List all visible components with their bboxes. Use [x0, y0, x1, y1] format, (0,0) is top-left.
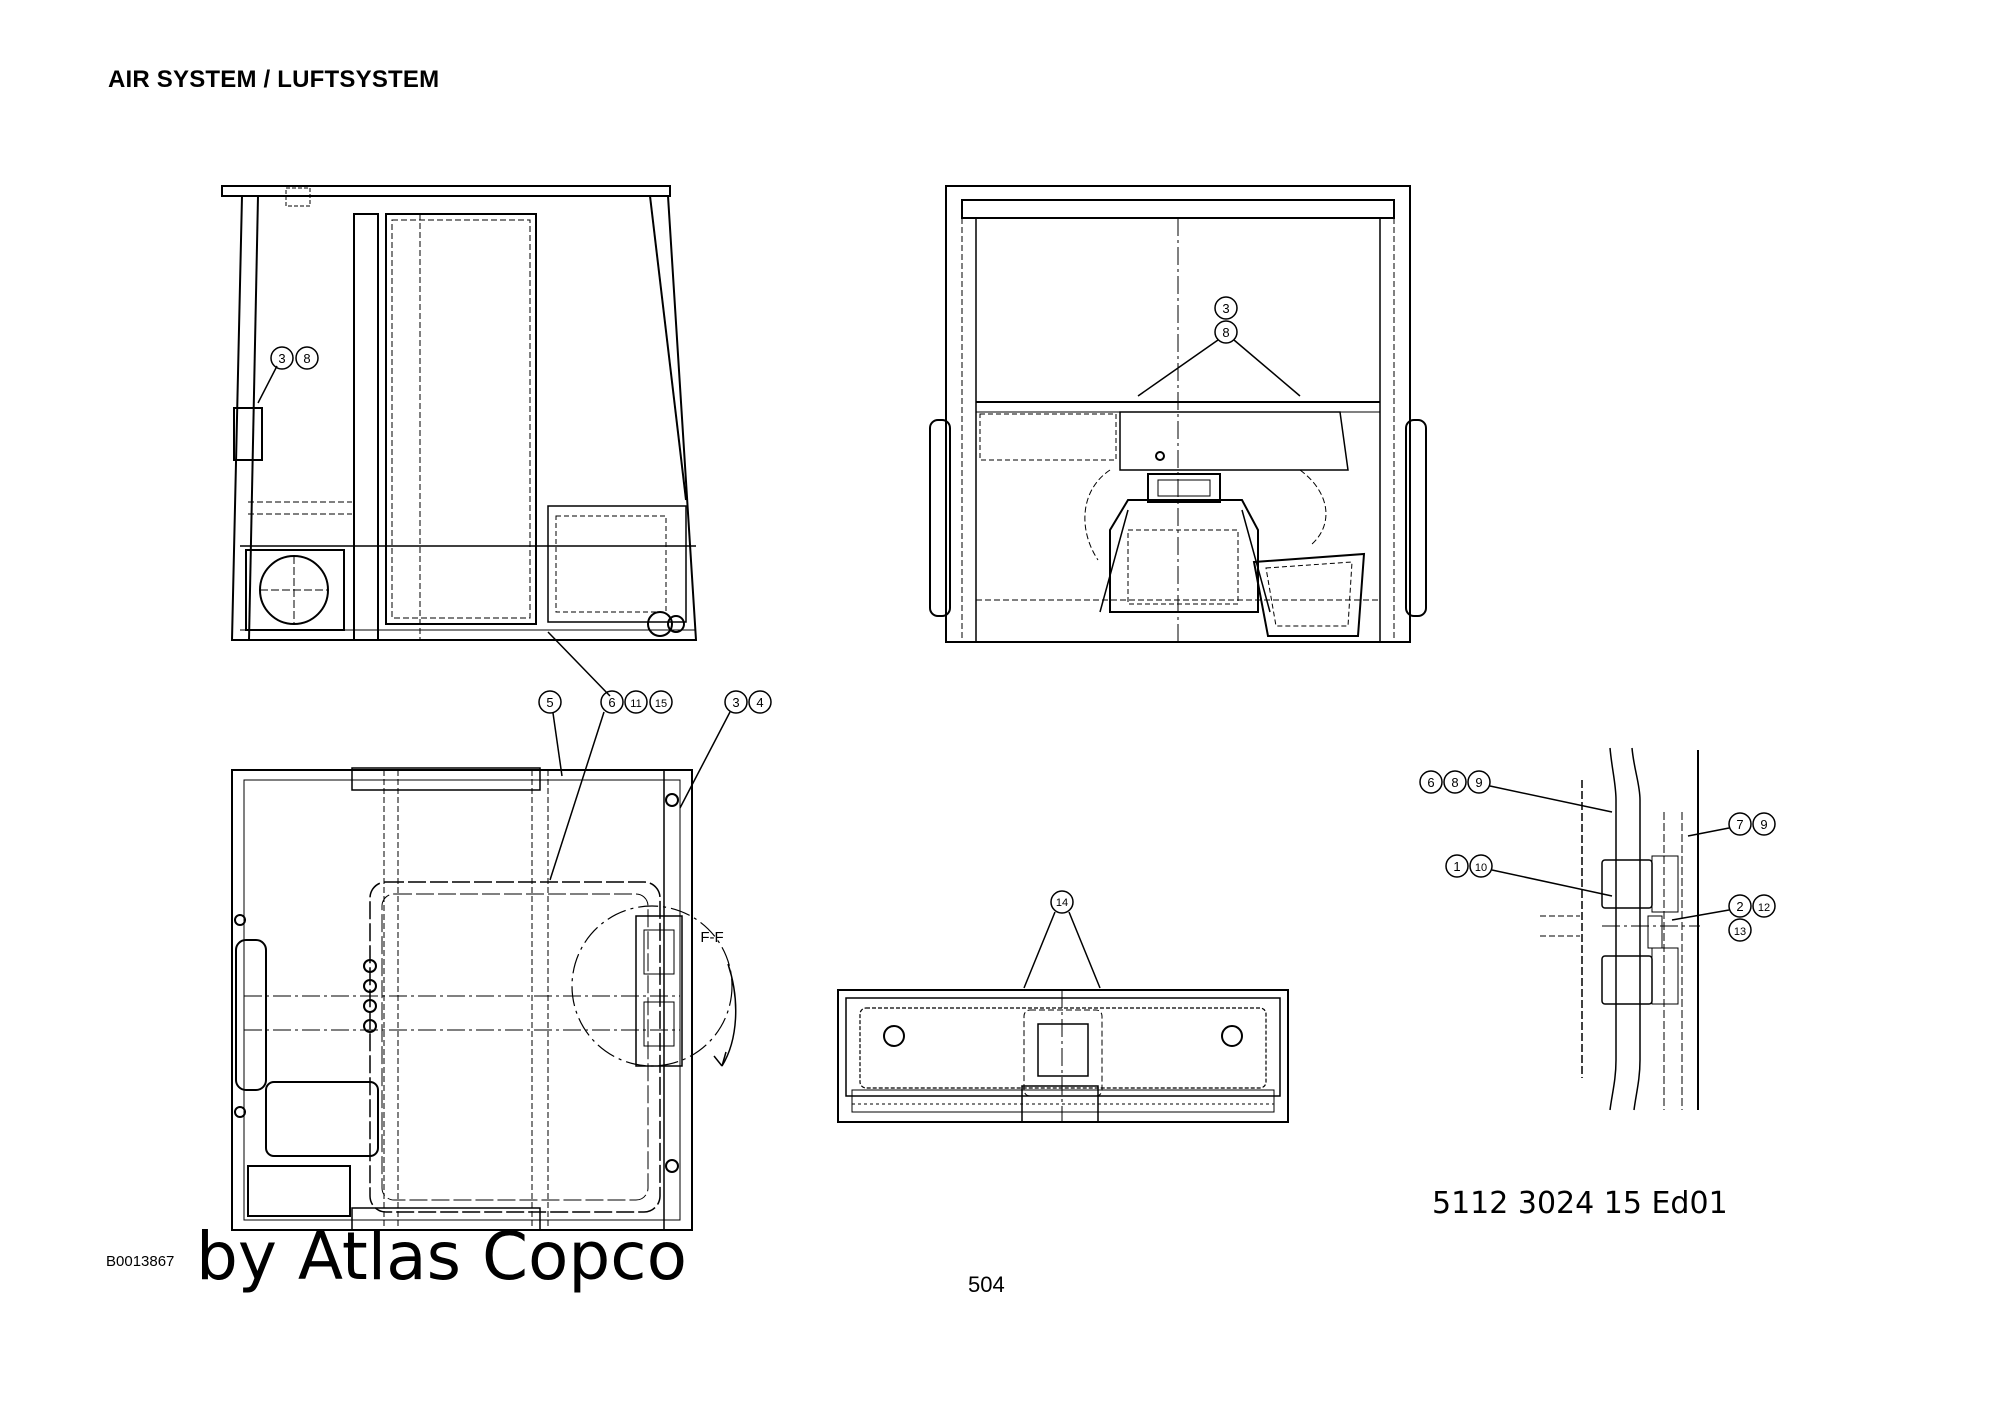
figure-id: B0013867 — [106, 1253, 175, 1270]
cab-side-view — [221, 185, 698, 641]
section-label: F-F — [700, 929, 723, 946]
callout-label: 12 — [1758, 902, 1770, 914]
callout-label: 9 — [1760, 817, 1767, 832]
callout-label: 7 — [1736, 817, 1743, 832]
callout-label: 3 — [1222, 301, 1229, 316]
callout-bottom — [1023, 890, 1101, 989]
callout-label: 9 — [1475, 775, 1482, 790]
cab-front-view — [929, 185, 1427, 643]
page-title: AIR SYSTEM / LUFTSYSTEM — [108, 66, 440, 93]
callout-plan — [538, 690, 772, 881]
callout-label: 11 — [630, 698, 641, 710]
callout-label: 5 — [546, 695, 553, 710]
callout-front — [1137, 296, 1301, 397]
callout-label: 1 — [1453, 859, 1460, 874]
detail-view-f-f — [1540, 747, 1700, 1111]
callout-side — [257, 346, 611, 697]
callout-label: 15 — [655, 698, 667, 710]
page-number: 504 — [968, 1272, 1005, 1297]
document-number: 5112 3024 15 Ed01 — [1432, 1186, 1728, 1221]
callout-label: 14 — [1056, 897, 1068, 909]
callout-label: 3 — [278, 351, 285, 366]
callout-label: 4 — [756, 695, 763, 710]
brand-text: by Atlas Copco — [196, 1218, 687, 1295]
callout-label: 6 — [1427, 775, 1434, 790]
callout-label: 2 — [1736, 899, 1743, 914]
callout-label: 10 — [1475, 862, 1487, 874]
callout-label: 8 — [303, 351, 310, 366]
callout-label: 13 — [1734, 926, 1746, 938]
callout-detail — [1419, 770, 1776, 942]
callout-label: 3 — [732, 695, 739, 710]
cab-plan-view — [231, 767, 737, 1231]
callout-label: 8 — [1451, 775, 1458, 790]
callout-label: 8 — [1222, 325, 1229, 340]
callout-label: 6 — [608, 695, 615, 710]
cab-bottom-view — [837, 989, 1289, 1123]
